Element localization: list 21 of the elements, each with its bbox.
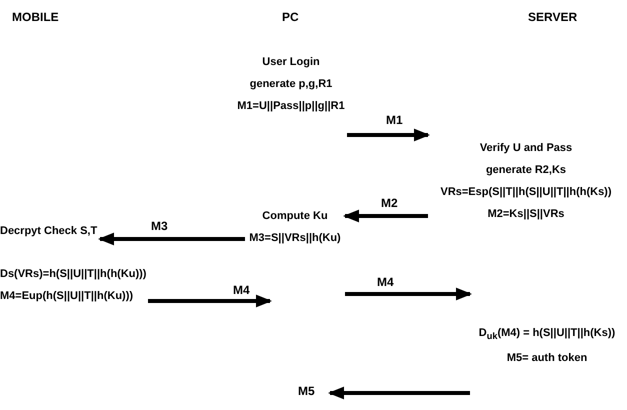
edge-label: M4	[376, 275, 395, 289]
step-note: User Login generate p,g,R1 M1=U||Pass||p||g||R1	[235, 51, 347, 141]
lane-heading: MOBILE	[12, 10, 59, 24]
edge-label: M3	[150, 219, 169, 233]
step-note: Verify U and Pass generate R2,Ks VRs=Esp(S||T||h(S||U||T||h(h(Ks)) M2=Ks||S||VRs	[428, 128, 624, 225]
step-note: D$_{uk}$(M4) = h(S||U||T||h(Ks)) M5= auth token	[470, 285, 624, 410]
arrow	[98, 232, 245, 246]
lane-heading: PC	[282, 10, 299, 24]
edge-label: M4	[232, 283, 251, 297]
lane-heading: SERVER	[528, 10, 578, 24]
arrow	[345, 288, 472, 300]
arrow	[343, 210, 428, 222]
arrow	[148, 294, 272, 308]
arrow	[347, 128, 430, 142]
step-note: Ds(VRs)=h(S||U||T||h(h(Ku))) M4=Eup(h(S||U||T||h(Ku)))	[0, 263, 148, 307]
arrow	[328, 386, 470, 400]
edge-label: M2	[380, 196, 399, 210]
step-note: Compute Ku M3=S||VRs||h(Ku)	[245, 205, 345, 249]
step-note: Decrpyt Check S,T	[0, 220, 100, 242]
edge-label: M5	[297, 384, 316, 398]
edge-label: M1	[385, 113, 404, 127]
